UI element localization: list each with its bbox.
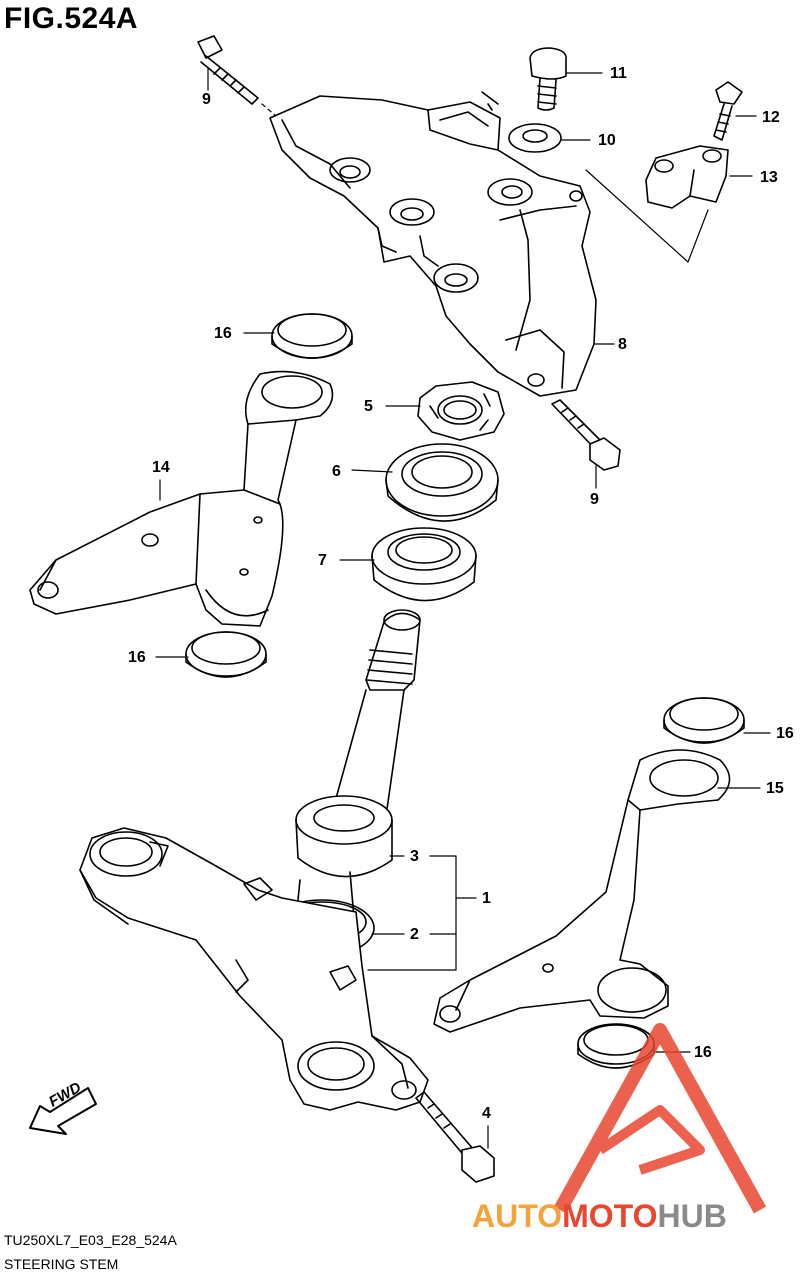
leader-9-bracket	[261, 103, 277, 117]
callout-4: 4	[482, 1105, 491, 1122]
lower-bracket	[79, 827, 429, 1111]
bolt-11	[529, 47, 567, 111]
callout-15: 15	[766, 780, 784, 797]
seal-6	[385, 443, 499, 522]
callout-6: 6	[332, 463, 341, 480]
watermark-part-2: MOTO	[562, 1198, 658, 1234]
washer-10	[508, 123, 562, 153]
callout-9-upper: 9	[202, 91, 211, 108]
callout-3: 3	[410, 848, 419, 865]
bolt-9-lower	[551, 399, 621, 471]
callout-5: 5	[364, 398, 373, 415]
seal-16-mid-left	[185, 631, 267, 678]
callout-10: 10	[598, 132, 616, 149]
seal-16-right-upper	[663, 697, 745, 744]
bolt-12	[713, 81, 743, 141]
callout-7: 7	[318, 552, 327, 569]
model-code: TU250XL7_E03_E28_524A	[4, 1232, 177, 1248]
callout-14: 14	[152, 459, 170, 476]
callout-16-mid-left: 16	[128, 649, 146, 666]
leader-lines	[155, 67, 771, 1149]
callout-16-right-upper: 16	[776, 725, 794, 742]
fwd-arrow	[29, 1087, 97, 1135]
stem-bearing-3	[295, 795, 393, 878]
leader-13-bracket	[585, 169, 709, 263]
bracket-15	[433, 749, 731, 1033]
callout-12: 12	[762, 109, 780, 126]
callout-11: 11	[610, 65, 627, 82]
seal-16-upper-left	[271, 313, 353, 359]
callout-1: 1	[482, 890, 491, 907]
watermark-part-3: HUB	[657, 1198, 727, 1234]
watermark-part-1: AUTO	[472, 1198, 563, 1234]
diagram-caption: STEERING STEM	[4, 1256, 119, 1272]
steering-stem-shaft	[329, 609, 421, 831]
clamp-13	[645, 145, 729, 209]
bearing-7	[371, 527, 477, 602]
callout-16-upper-left: 16	[214, 325, 232, 342]
upper-bracket-8	[269, 91, 597, 397]
bolt-9-upper	[197, 35, 259, 105]
nut-5	[417, 381, 505, 441]
callout-8: 8	[618, 336, 627, 353]
watermark-text: AUTOMOTOHUB	[472, 1198, 727, 1235]
figure-title: FIG.524A	[4, 2, 139, 35]
bracket-14	[29, 370, 334, 627]
callout-2: 2	[410, 926, 419, 943]
callout-16-right-lower: 16	[694, 1044, 712, 1061]
bolt-4	[415, 1091, 495, 1183]
callout-9-lower: 9	[590, 491, 599, 508]
watermark-logo	[553, 1023, 767, 1214]
callout-13: 13	[760, 169, 778, 186]
